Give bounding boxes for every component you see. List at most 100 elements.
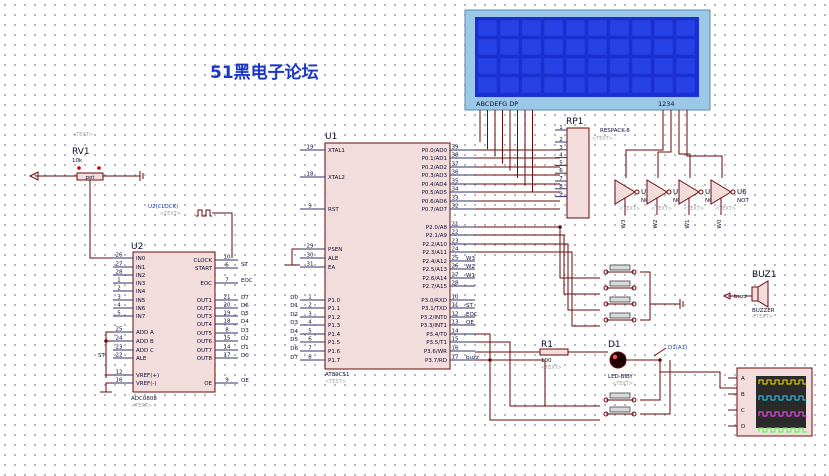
rv1-ref: RV1 <box>72 147 90 157</box>
clock-source-label: U2(CLOCK) <box>148 204 178 210</box>
push-button-1[interactable] <box>603 264 637 275</box>
u2-out-net: D5 <box>241 311 249 317</box>
mcu-at89c51[interactable]: U1AT89C51<TEXT>XTAL119XTAL218RST9PSEN29A… <box>290 132 479 385</box>
u1-pin-name: P0.4/AD4 <box>422 182 448 188</box>
lcd-cell <box>631 38 652 56</box>
u1-pin-num: 27 <box>452 273 459 279</box>
rv1-value: 10k <box>72 158 83 164</box>
lcd-cell <box>477 19 498 37</box>
u1-pin-num: 1 <box>308 295 312 301</box>
u2-pin-name: OE <box>204 381 212 387</box>
oscilloscope[interactable]: ABCD <box>736 367 813 437</box>
rp1-pin-num: 5 <box>559 160 563 166</box>
u2-out-net: D3 <box>241 328 249 334</box>
rp1-part: RESPACK-8 <box>600 128 630 134</box>
lcd-cell <box>631 57 652 75</box>
u1-pin-num: 16 <box>452 346 459 352</box>
rp1-text: <TEXT> <box>592 136 613 142</box>
lcd-cell <box>543 57 564 75</box>
push-button-4[interactable] <box>603 312 637 323</box>
clock-source[interactable]: U2(CLOCK)<TEXT> <box>148 204 181 217</box>
u2-pin-name: CLOCK <box>194 258 213 264</box>
u1-pin-num: 37 <box>452 162 459 168</box>
u2-part: ADC0808 <box>131 396 157 402</box>
push-button-3[interactable] <box>603 296 637 307</box>
u2-pin-num: 16 <box>116 378 123 384</box>
u1-p1-net: D3 <box>290 320 298 326</box>
d1-ref: D1 <box>608 340 621 350</box>
lcd-cell <box>675 76 696 94</box>
lcd-cell <box>609 38 630 56</box>
u1-pin-name: P3.5/T1 <box>426 340 447 346</box>
adc-adc0808[interactable]: U2ADC0808<TEXT>IN026IN127IN228IN31IN42IN… <box>98 242 253 409</box>
rp1-pin-num: 2 <box>559 137 563 143</box>
scope-screen <box>756 376 806 428</box>
scope-trace <box>758 379 807 385</box>
inverter-bubble <box>698 189 704 195</box>
u2-pin-num: 14 <box>224 345 231 351</box>
lcd-digit-wire <box>678 110 691 178</box>
rv1-text: <TEXT> <box>72 132 93 138</box>
rv1-wiper-wire <box>89 180 120 259</box>
u1-pin-name: P2.2/A10 <box>422 242 447 248</box>
u1-pin-name: P2.6/A14 <box>422 276 447 282</box>
u1-pin-name: P2.5/A13 <box>422 267 447 273</box>
u1-pin-num: 12 <box>452 312 459 318</box>
push-button-6[interactable] <box>603 406 637 417</box>
lcd-cell <box>609 57 630 75</box>
lcd-cell <box>653 38 674 56</box>
p3-wire <box>475 359 546 406</box>
lcd-cell <box>499 38 520 56</box>
u1-p2-net: W1 <box>466 273 475 279</box>
rv1-pin-dot <box>77 166 81 170</box>
u1-p3-net: EOC <box>466 312 478 318</box>
r1-ref: R1 <box>541 340 553 350</box>
lcd-digit-pins: 1234 <box>658 100 675 108</box>
rp1-body <box>566 127 590 219</box>
u2-pin-name: IN1 <box>136 265 145 271</box>
button-cap <box>609 312 631 319</box>
p3-wire <box>475 341 600 407</box>
u1-p2-net: W3 <box>466 256 475 262</box>
u2-pin-name: OUT3 <box>197 314 213 320</box>
lcd-cell <box>521 57 542 75</box>
d1-probe-label: D1(A1) <box>668 345 687 351</box>
lcd-cell <box>587 76 608 94</box>
buzzer-net: buzz <box>734 294 747 300</box>
u2-pin-num: 1 <box>117 278 121 284</box>
push-button-5[interactable] <box>603 392 637 403</box>
u2-pin-num: 10 <box>224 255 231 261</box>
u2-pin-num: 3 <box>117 295 121 301</box>
u2-pin-name: OUT8 <box>197 356 213 362</box>
push-button-2[interactable] <box>603 280 637 291</box>
u2-pin-name: IN6 <box>136 306 146 312</box>
u1-pin-num: 23 <box>452 239 459 245</box>
u2-ref: U2 <box>131 242 143 252</box>
u1-body <box>324 142 451 370</box>
u2-oe-net: OE <box>241 378 249 384</box>
u2-pin-num: 9 <box>225 378 229 384</box>
u1-pin-name: P0.2/AD2 <box>422 165 447 171</box>
lcd-cell <box>565 38 586 56</box>
u2-vref-wire <box>105 382 113 392</box>
u2-pin-name: ADD A <box>136 330 154 336</box>
u1-pin-num: 33 <box>452 196 459 202</box>
u1-pin-name: P0.6/AD6 <box>422 199 448 205</box>
u2-pin-num: 8 <box>225 328 229 334</box>
u1-pin-num: 21 <box>452 222 459 228</box>
lcd-cell <box>631 76 652 94</box>
lcd-cell <box>587 38 608 56</box>
inverter-bubble <box>634 189 640 195</box>
probe-arrow <box>653 347 667 357</box>
u1-pin-num: 24 <box>452 247 459 253</box>
inverter-ref: U3 <box>641 188 651 196</box>
inverter-bubble <box>666 189 672 195</box>
